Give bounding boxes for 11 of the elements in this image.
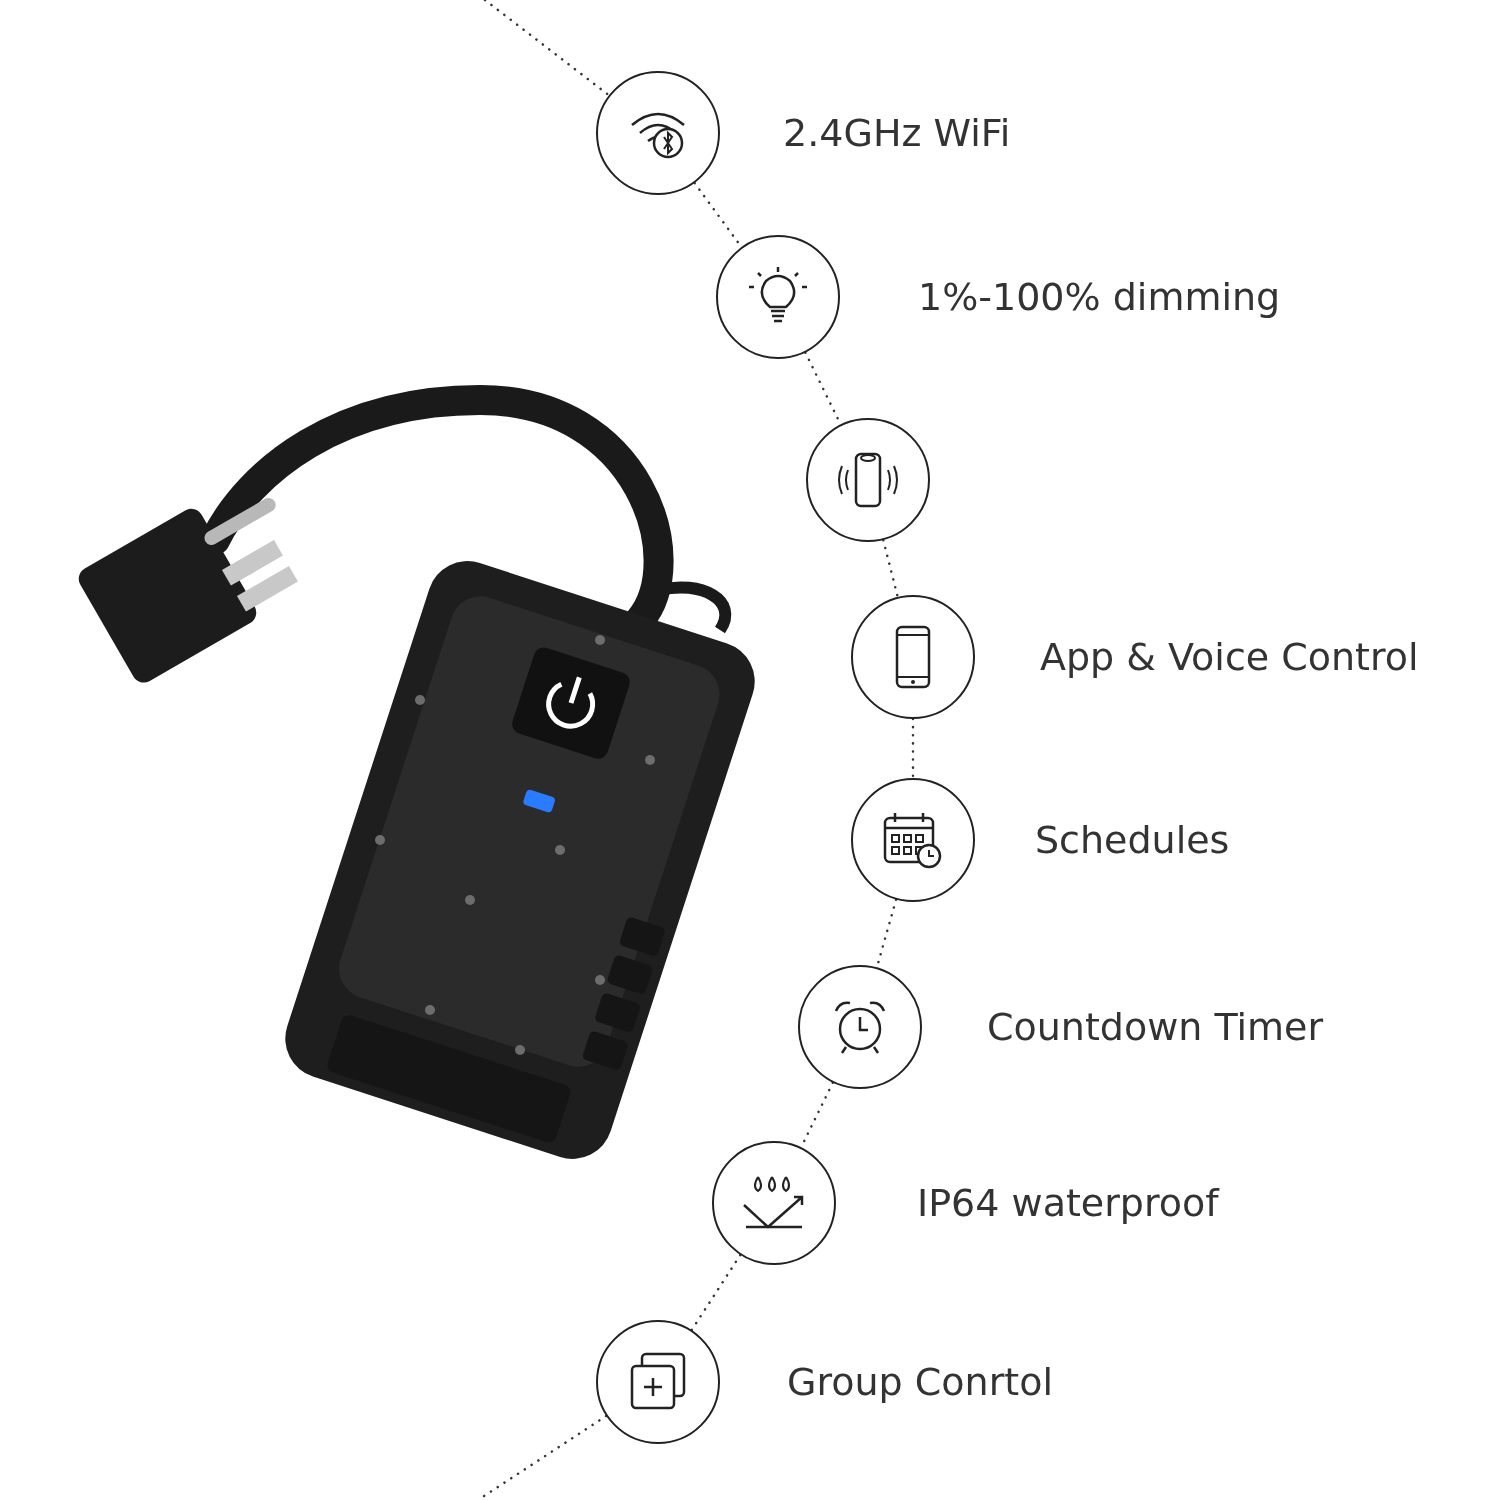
feature-label: App & Voice Control — [1040, 635, 1419, 679]
feature-label: 2.4GHz WiFi — [783, 111, 1011, 155]
feature-label: Schedules — [1035, 818, 1230, 862]
feature-label: IP64 waterproof — [917, 1181, 1219, 1225]
dotted-connector — [882, 538, 899, 599]
dotted-connector — [483, 0, 611, 97]
feature-label: Countdown Timer — [987, 1005, 1324, 1049]
dotted-connector — [911, 717, 915, 780]
dotted-connector — [690, 1253, 742, 1332]
feature-label: 1%-100% dimming — [918, 275, 1281, 319]
feature-label: Group Conrtol — [787, 1360, 1053, 1404]
